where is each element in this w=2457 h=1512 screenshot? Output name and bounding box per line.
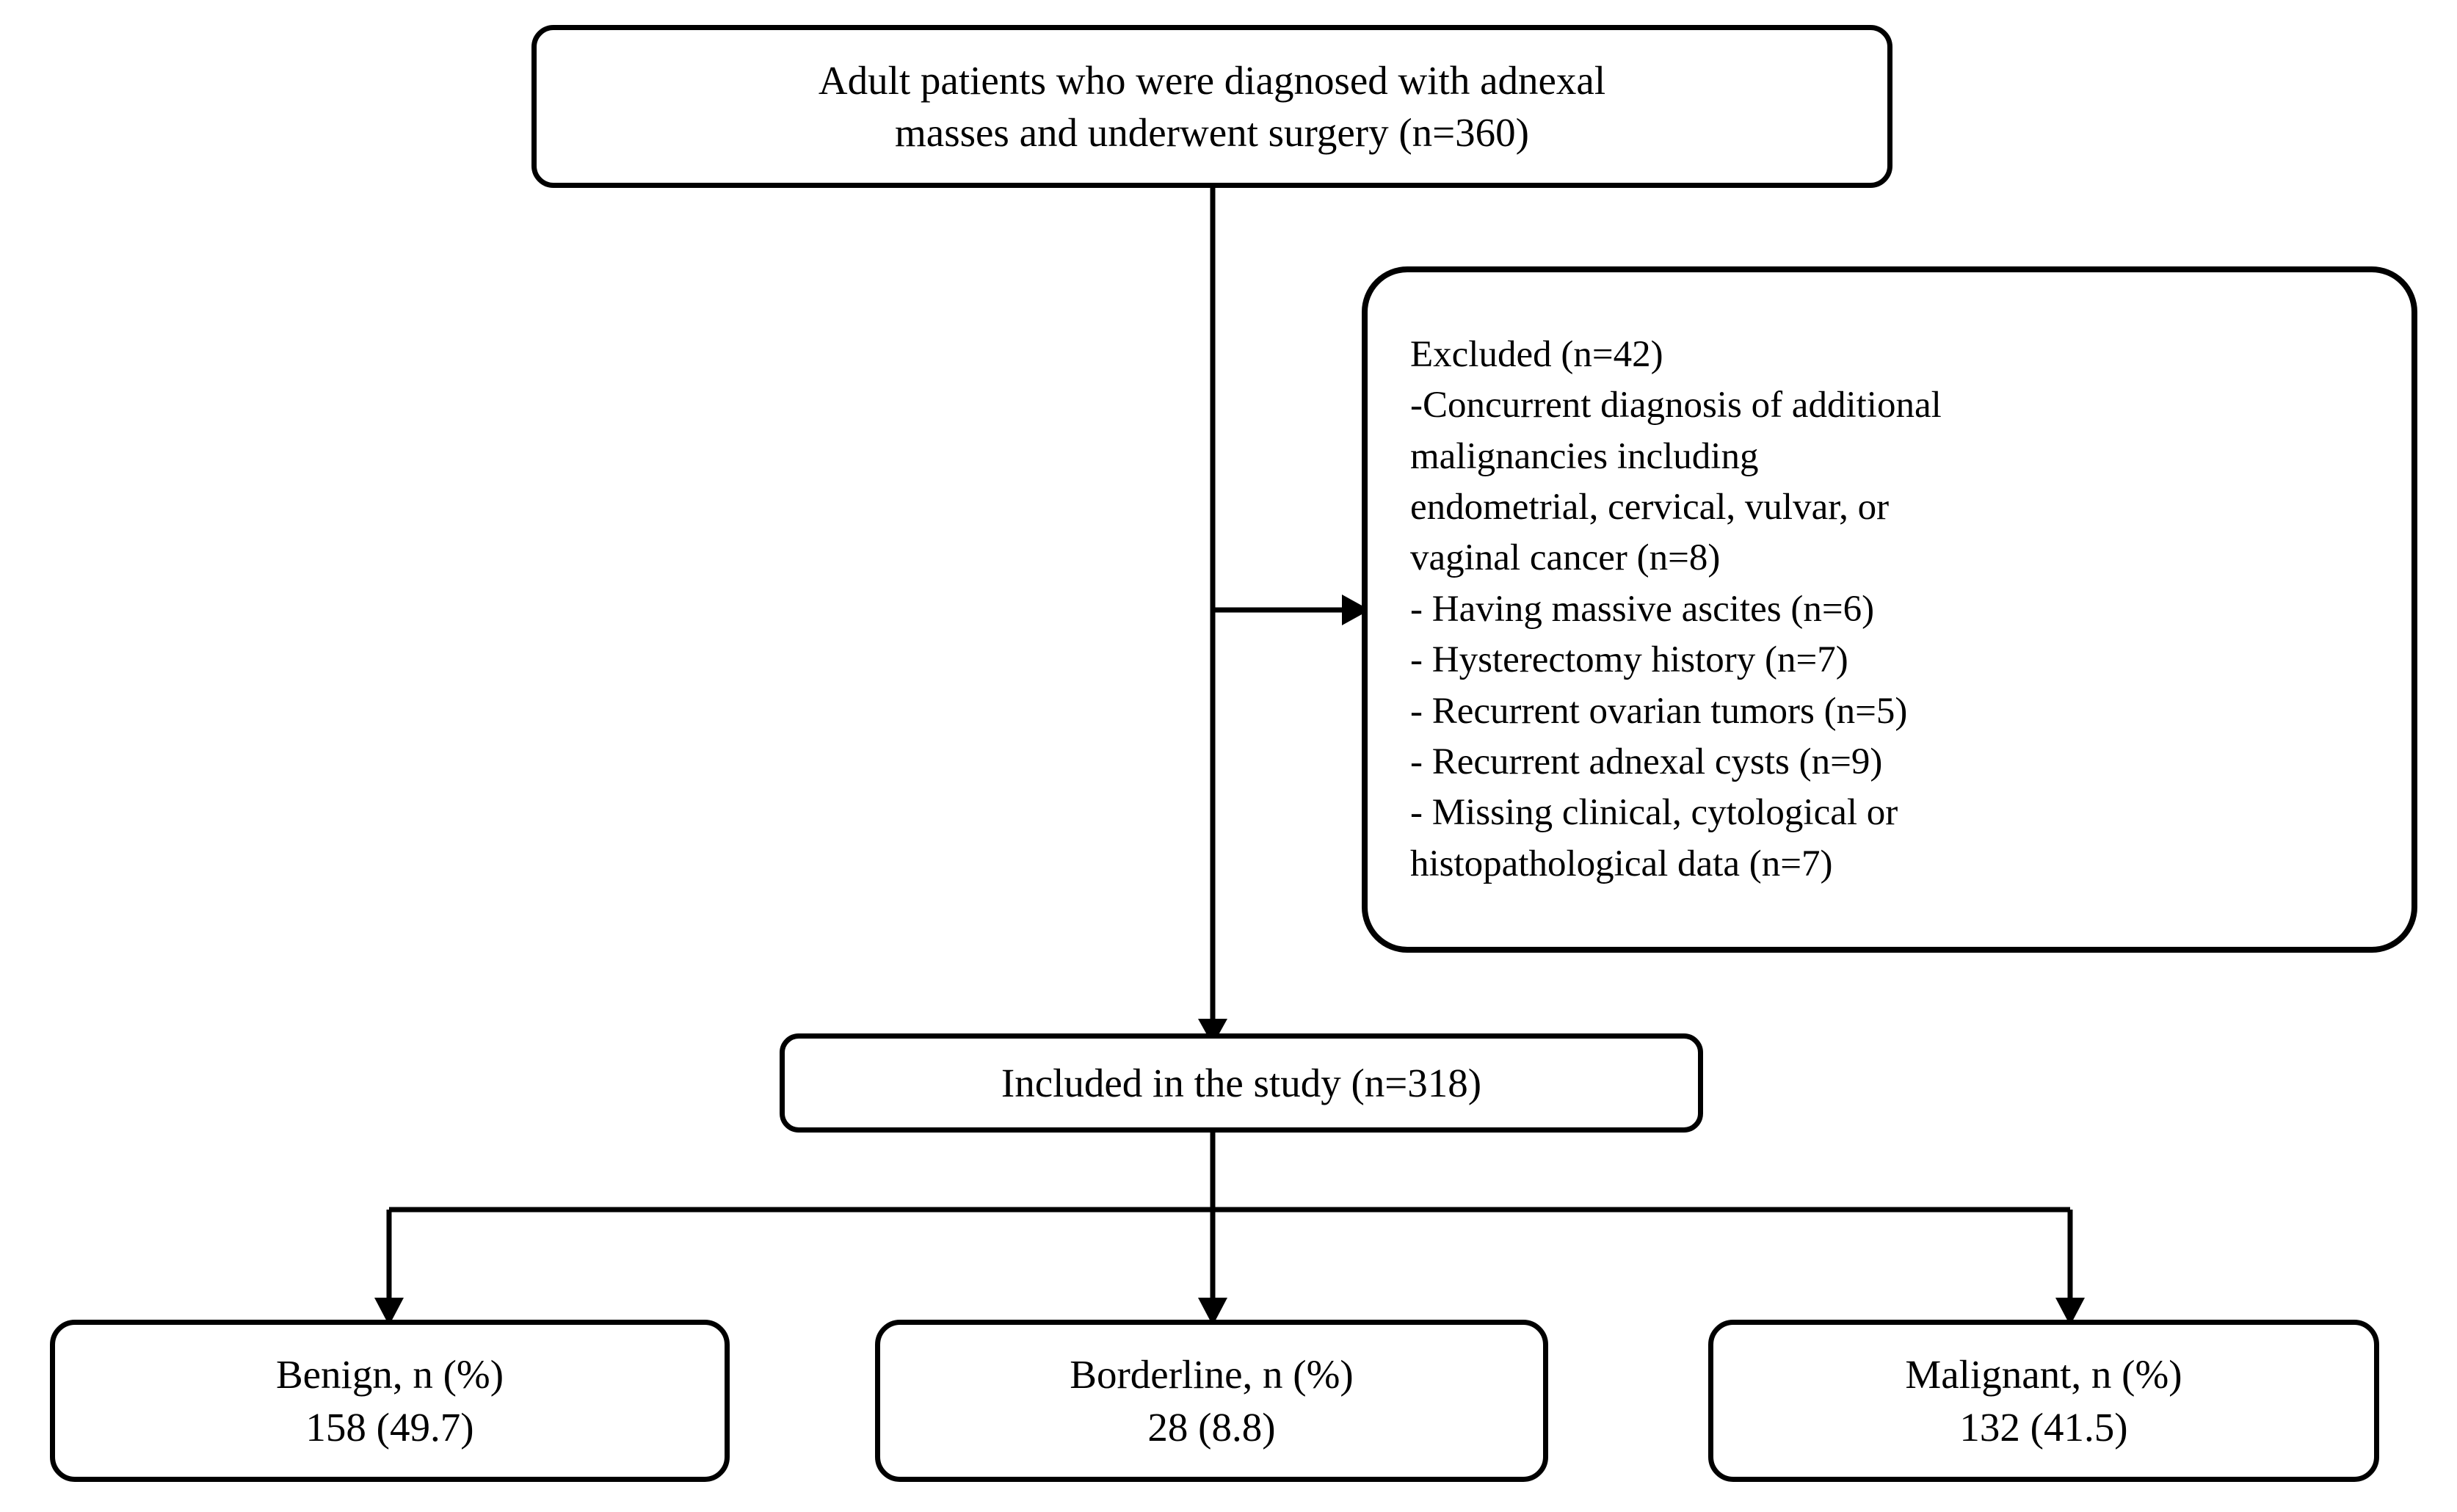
outcome-value: 132 (41.5) — [1959, 1404, 2128, 1450]
enrollment-line-1: Adult patients who were diagnosed with a… — [818, 57, 1606, 103]
outcome-label: Borderline, n (%) — [1070, 1352, 1354, 1397]
outcome-label: Benign, n (%) — [275, 1352, 504, 1397]
excluded-item: histopathological data (n=7) — [1410, 843, 1833, 884]
enrollment-line-2: masses and underwent surgery (n=360) — [895, 110, 1529, 155]
excluded-item: - Missing clinical, cytological or — [1410, 792, 1898, 834]
excluded-item: - Having massive ascites (n=6) — [1410, 588, 1875, 630]
excluded-item: endometrial, cervical, vulvar, or — [1410, 487, 1890, 528]
excluded-item: -Concurrent diagnosis of additional — [1410, 385, 1942, 426]
node-included: Included in the study (n=318) — [780, 1033, 1703, 1133]
excluded-item: vaginal cancer (n=8) — [1410, 537, 1721, 579]
node-excluded: Excluded (n=42) -Concurrent diagnosis of… — [1362, 266, 2417, 953]
node-outcome-borderline: Borderline, n (%) 28 (8.8) — [875, 1320, 1548, 1482]
excluded-item: - Recurrent ovarian tumors (n=5) — [1410, 690, 1908, 732]
excluded-item: malignancies including — [1410, 435, 1759, 477]
outcome-value: 158 (49.7) — [305, 1404, 474, 1450]
excluded-heading: Excluded (n=42) — [1410, 334, 1663, 376]
node-enrollment: Adult patients who were diagnosed with a… — [531, 25, 1892, 188]
outcome-value: 28 (8.8) — [1147, 1404, 1276, 1450]
node-outcome-malignant: Malignant, n (%) 132 (41.5) — [1708, 1320, 2379, 1482]
node-outcome-benign: Benign, n (%) 158 (49.7) — [50, 1320, 730, 1482]
included-label: Included in the study (n=318) — [1001, 1060, 1482, 1105]
excluded-item: - Recurrent adnexal cysts (n=9) — [1410, 741, 1883, 782]
outcome-label: Malignant, n (%) — [1905, 1352, 2182, 1397]
excluded-item: - Hysterectomy history (n=7) — [1410, 639, 1848, 681]
